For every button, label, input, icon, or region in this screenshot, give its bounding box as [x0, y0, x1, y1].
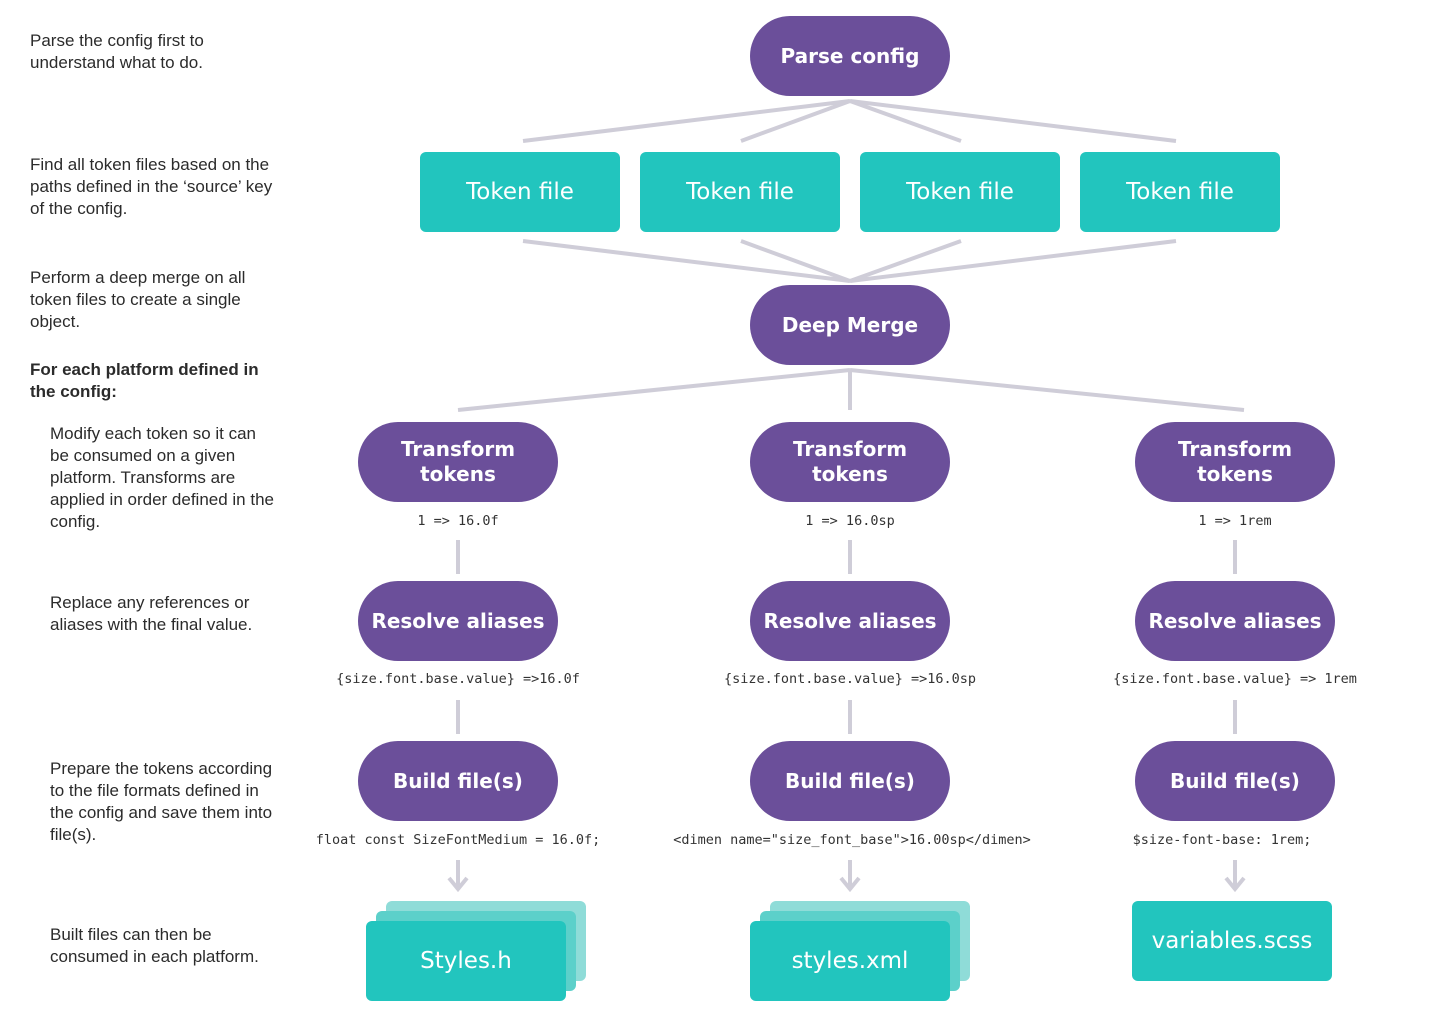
- resolve-example-platform2: {size.font.base.value} =>16.0sp: [724, 671, 976, 687]
- connector-token4-merge: [849, 239, 1177, 283]
- arrow-head-p3: [1224, 876, 1246, 893]
- resolve-aliases-node-platform3: Resolve aliases: [1135, 581, 1335, 661]
- transform-tokens-node-platform3: Transform tokens: [1135, 422, 1335, 502]
- description-parse: Parse the config first to understand wha…: [30, 31, 204, 72]
- build-example-platform1: float const SizeFontMedium = 16.0f;: [315, 832, 601, 848]
- connector-merge-platform3: [849, 368, 1245, 412]
- description-find: Find all token files based on the paths …: [30, 155, 273, 218]
- arrow-head-p2: [839, 876, 861, 893]
- resolve-aliases-node-platform1: Resolve aliases: [358, 581, 558, 661]
- build-example-platform2: <dimen name="size_font_base">16.00sp</di…: [673, 832, 1031, 848]
- transform-example-platform3: 1 => 1rem: [1198, 513, 1272, 529]
- description-replace: Replace any references or aliases with t…: [50, 593, 253, 634]
- build-files-node-platform2: Build file(s): [750, 741, 950, 821]
- build-example-platform3: $size-font-base: 1rem;: [1132, 832, 1312, 848]
- parse-config-node: Parse config: [750, 16, 950, 96]
- transform-example-platform2: 1 => 16.0sp: [805, 513, 895, 529]
- resolve-aliases-node-platform2: Resolve aliases: [750, 581, 950, 661]
- transform-example-platform1: 1 => 16.0f: [417, 513, 499, 529]
- token-file-node: Token file: [1080, 152, 1280, 232]
- token-file-node: Token file: [860, 152, 1060, 232]
- connector-token2-merge: [740, 239, 851, 283]
- description-foreach: For each platform defined in the config:: [30, 360, 259, 401]
- connector-parse-token2: [740, 99, 851, 143]
- connector-parse-token4: [849, 99, 1177, 143]
- output-file-platform2: styles.xml: [750, 921, 950, 1001]
- transform-tokens-node-platform2: Transform tokens: [750, 422, 950, 502]
- token-file-node: Token file: [420, 152, 620, 232]
- connector-token3-merge: [849, 239, 962, 283]
- description-built: Built files can then be consumed in each…: [50, 925, 259, 966]
- build-files-node-platform3: Build file(s): [1135, 741, 1335, 821]
- arrow-head-p1: [447, 876, 469, 893]
- deep-merge-node: Deep Merge: [750, 285, 950, 365]
- resolve-example-platform1: {size.font.base.value} =>16.0f: [336, 671, 580, 687]
- build-files-node-platform1: Build file(s): [358, 741, 558, 821]
- transform-tokens-node-platform1: Transform tokens: [358, 422, 558, 502]
- description-prepare: Prepare the tokens according to the file…: [50, 759, 273, 844]
- connector-token1-merge: [522, 239, 851, 283]
- description-merge: Perform a deep merge on all token files …: [30, 268, 246, 331]
- description-modify: Modify each token so it can be consumed …: [50, 424, 274, 531]
- resolve-example-platform3: {size.font.base.value} => 1rem: [1113, 671, 1357, 687]
- output-file-platform3: variables.scss: [1132, 901, 1332, 981]
- token-file-node: Token file: [640, 152, 840, 232]
- connector-parse-token1: [522, 99, 851, 143]
- connector-merge-platform1: [457, 368, 851, 412]
- connector-parse-token3: [849, 99, 962, 143]
- output-file-platform1: Styles.h: [366, 921, 566, 1001]
